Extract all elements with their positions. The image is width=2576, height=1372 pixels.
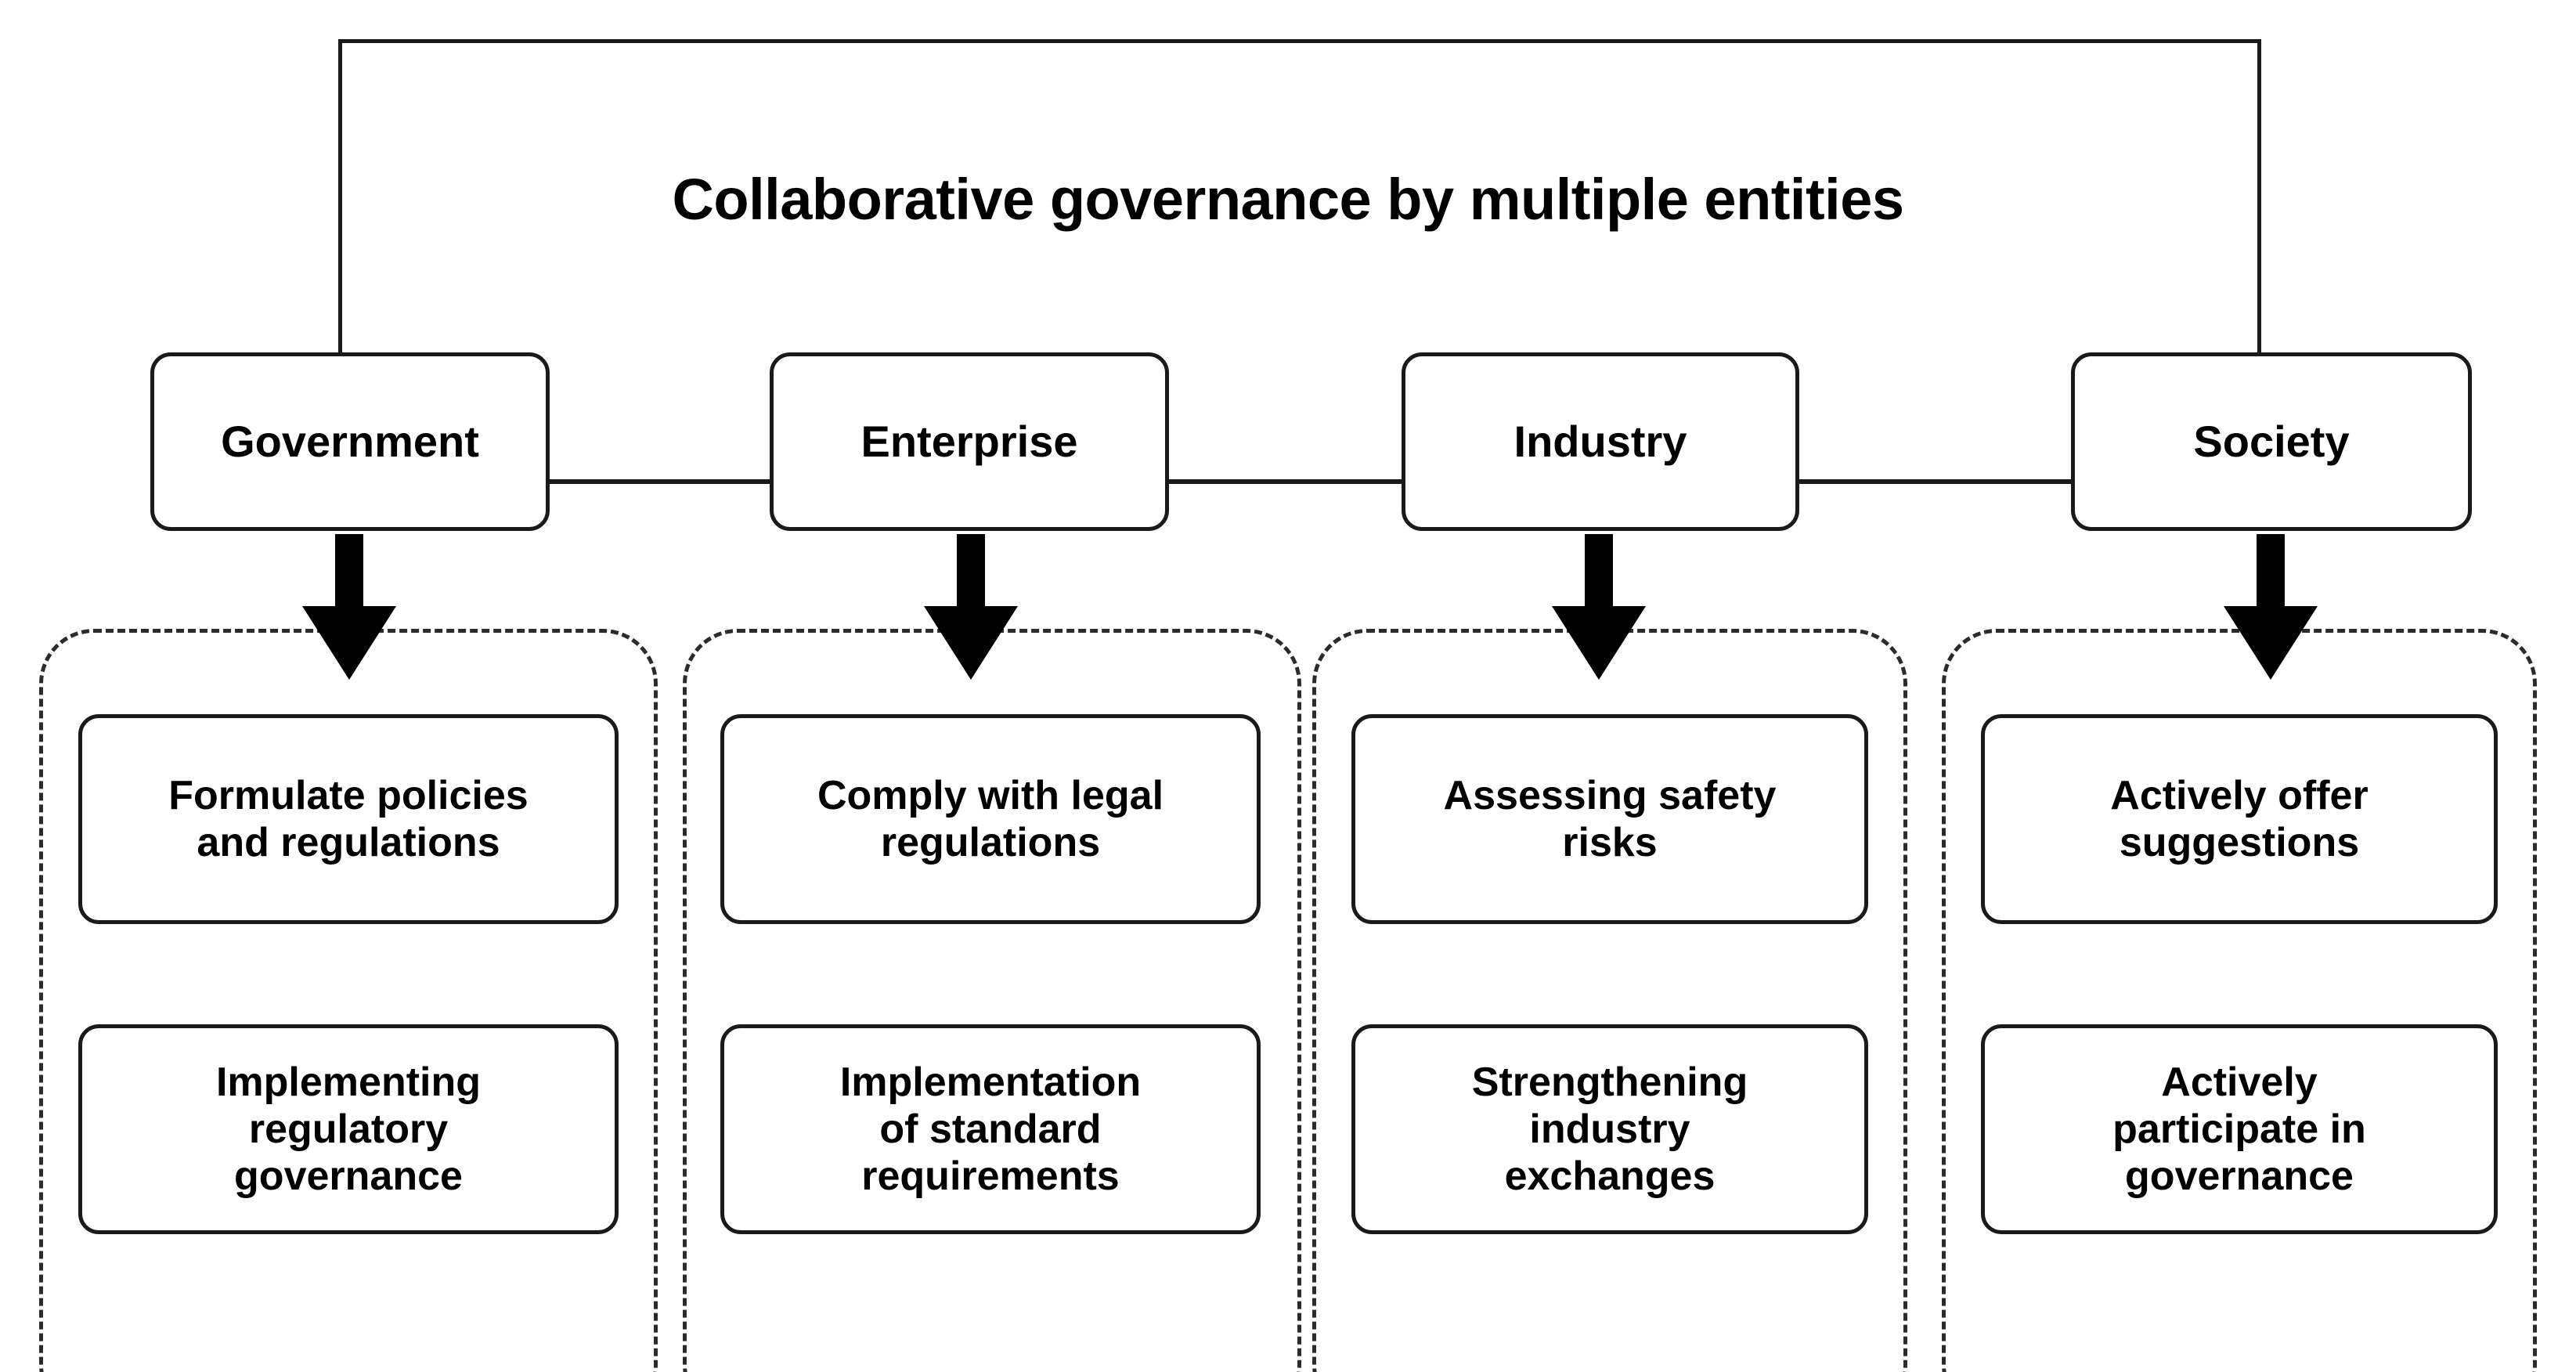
entity-box-enterprise[interactable]: Enterprise [770, 352, 1169, 531]
action-card[interactable]: Assessing safety risks [1351, 714, 1868, 924]
action-card[interactable]: Implementing regulatory governance [78, 1024, 619, 1234]
entity-box-society[interactable]: Society [2071, 352, 2472, 531]
action-card-label: Actively participate in governance [2112, 1059, 2366, 1200]
group-container-society [1942, 629, 2537, 1372]
action-card-label: Actively offer suggestions [2110, 772, 2369, 865]
entity-label: Society [2193, 417, 2350, 466]
action-card[interactable]: Actively participate in governance [1981, 1024, 2498, 1234]
entity-box-government[interactable]: Government [150, 352, 550, 531]
entity-link-industry-society [1795, 479, 2076, 484]
action-card-label: Comply with legal regulations [817, 772, 1164, 865]
down-arrow-icon [1552, 534, 1646, 680]
entity-box-industry[interactable]: Industry [1402, 352, 1799, 531]
entity-label: Enterprise [860, 417, 1078, 466]
down-arrow-icon [2224, 534, 2318, 680]
diagram-title: Collaborative governance by multiple ent… [672, 167, 1904, 232]
action-card-label: Implementation of standard requirements [839, 1059, 1142, 1200]
entity-label: Government [221, 417, 479, 466]
action-card[interactable]: Actively offer suggestions [1981, 714, 2498, 924]
down-arrow-icon [924, 534, 1018, 680]
top-bracket-left-drop-line [338, 39, 342, 357]
down-arrow-icon [302, 534, 396, 680]
action-card-label: Formulate policies and regulations [168, 772, 529, 865]
action-card[interactable]: Strengthening industry exchanges [1351, 1024, 1868, 1234]
action-card-label: Strengthening industry exchanges [1471, 1059, 1748, 1200]
action-card[interactable]: Formulate policies and regulations [78, 714, 619, 924]
entity-label: Industry [1513, 417, 1687, 466]
entity-link-enterprise-industry [1165, 479, 1406, 484]
entity-link-government-enterprise [546, 479, 774, 484]
top-bracket-right-drop-line [2257, 39, 2261, 357]
action-card[interactable]: Implementation of standard requirements [720, 1024, 1261, 1234]
action-card[interactable]: Comply with legal regulations [720, 714, 1261, 924]
top-bracket-horizontal-line [338, 39, 2261, 43]
action-card-label: Implementing regulatory governance [215, 1059, 482, 1200]
action-card-label: Assessing safety risks [1443, 772, 1777, 865]
